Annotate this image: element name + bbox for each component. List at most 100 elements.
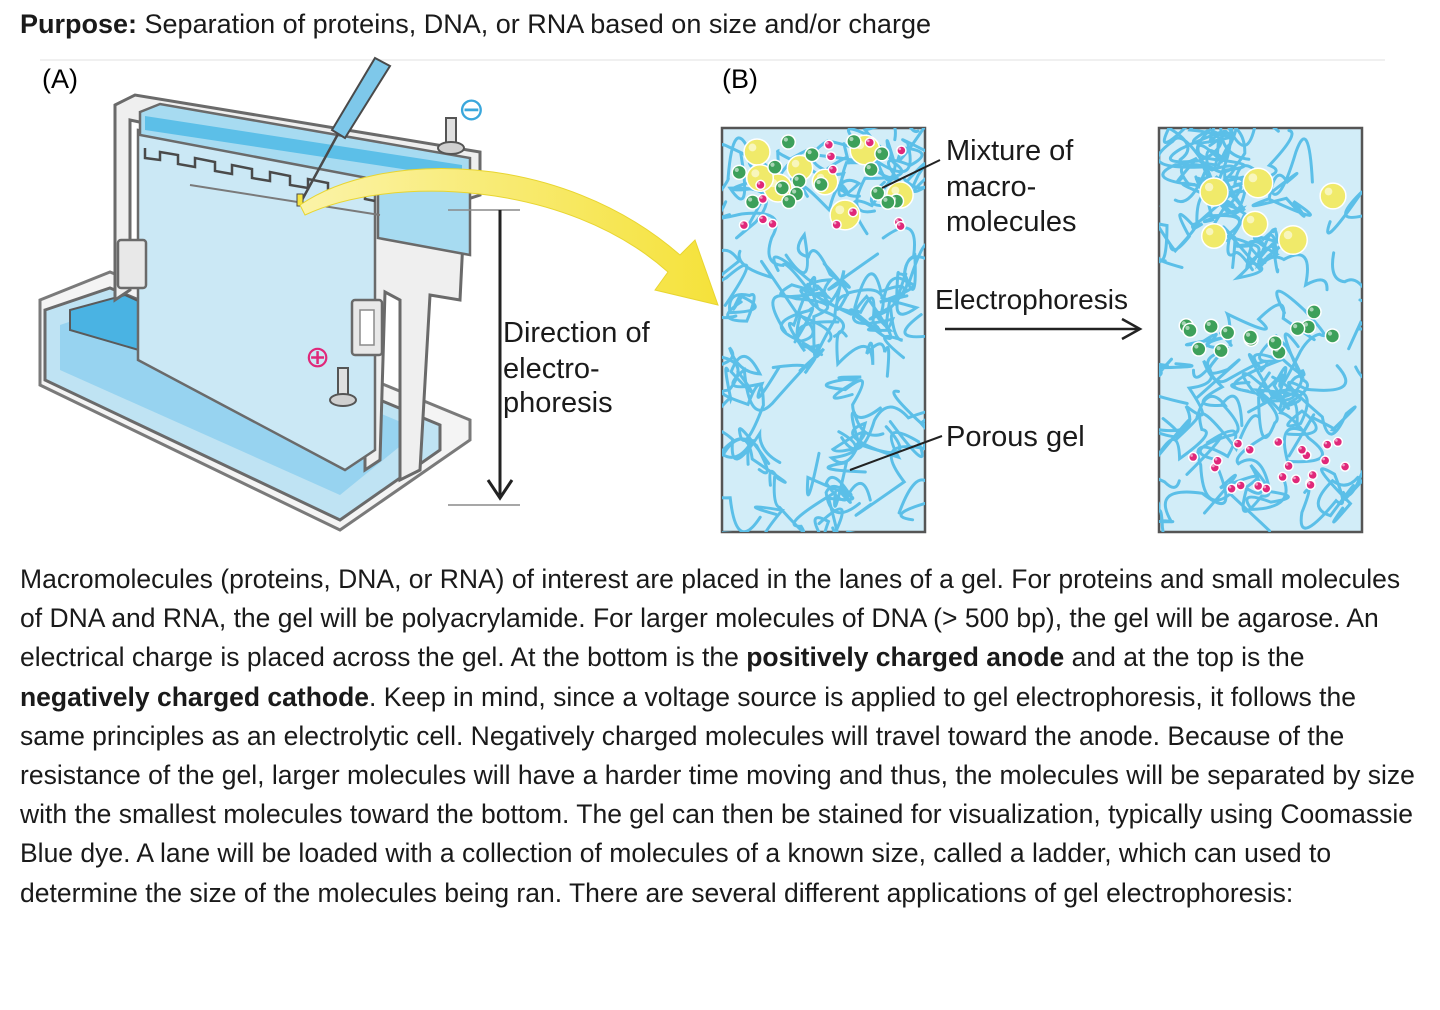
molecule-sphere [863, 161, 879, 178]
anode-symbol: ⊕ [305, 340, 330, 375]
molecule-highlight [1324, 187, 1333, 196]
molecule-sphere [1296, 444, 1308, 456]
direction-label-line-3: phoresis [503, 387, 613, 419]
gel-fiber [854, 441, 925, 517]
gel-fiber [1235, 433, 1290, 511]
molecule-highlight [895, 219, 899, 222]
molecule-sphere [791, 173, 807, 189]
gel-fiber [876, 138, 925, 193]
molecule-sphere [1290, 474, 1302, 485]
molecule-sphere [743, 138, 771, 166]
gel-fiber [853, 272, 906, 360]
mixture-label: Mixture of macro- molecules [946, 135, 1081, 238]
molecule-highlight [1279, 473, 1283, 477]
molecule-highlight [828, 153, 831, 157]
molecule-sphere [731, 164, 747, 181]
molecule-highlight [1237, 482, 1241, 486]
molecule-highlight [816, 179, 821, 185]
molecule-sphere [864, 137, 876, 148]
gel-fiber [1163, 394, 1244, 524]
direction-arrow [448, 209, 520, 506]
molecule-sphere [1232, 438, 1244, 449]
molecule-highlight [897, 223, 901, 226]
gel-fiber [772, 460, 867, 532]
gel-fiber [1187, 128, 1232, 195]
electrophoresis-arrow [945, 317, 1143, 341]
anode-post [329, 367, 357, 407]
molecule-sphere [1332, 436, 1344, 448]
panel-b-label: (B) [722, 64, 758, 94]
gel-fiber [1247, 334, 1305, 414]
molecule-sphere [846, 133, 862, 150]
gel-before [720, 126, 927, 534]
body-text-part-1: Macromolecules (proteins, DNA, or RNA) o… [20, 564, 1401, 673]
molecule-sphere [1252, 480, 1264, 492]
molecule-highlight [791, 159, 800, 168]
negatively-charged-cathode-bold: negatively charged cathode [20, 681, 370, 712]
cathode-post [437, 117, 465, 155]
gel-fiber [1209, 164, 1247, 220]
molecule-highlight [825, 141, 829, 145]
molecule-highlight [783, 137, 788, 142]
molecule-sphere [804, 146, 820, 163]
molecule-highlight [1216, 346, 1221, 351]
molecule-highlight [1293, 476, 1296, 480]
gel-fiber [1287, 364, 1357, 436]
molecule-sphere [874, 146, 890, 162]
mixture-leader [881, 159, 941, 189]
gel-fiber [1326, 190, 1362, 235]
molecule-sphere [757, 193, 769, 205]
gel-fiber [726, 293, 757, 323]
gel-fiber [1316, 469, 1362, 518]
mixture-label-line-1: Mixture of [946, 135, 1074, 167]
molecule-sphere [757, 214, 769, 225]
electrophoresis-label: Electrophoresis [935, 284, 1128, 315]
molecule-sphere [896, 145, 907, 156]
direction-label-line-2: electro- [503, 353, 600, 385]
molecule-sphere [1213, 342, 1229, 359]
gel-fiber [908, 128, 920, 134]
molecule-highlight [1307, 481, 1311, 485]
gel-fiber [881, 226, 925, 291]
direction-label: Direction of electro- phoresis [503, 317, 658, 419]
molecule-highlight [807, 150, 812, 155]
molecule-highlight [1248, 173, 1258, 183]
transfer-arrow [299, 168, 719, 306]
gel-fiber [835, 330, 891, 378]
porous-gel-leader [849, 435, 943, 471]
mixture-label-line-2: macro- [946, 171, 1036, 203]
molecule-highlight [741, 222, 744, 225]
molecule-highlight [792, 189, 797, 194]
gel-fiber [897, 478, 925, 522]
gel-fiber [787, 275, 846, 353]
molecule-sphere [847, 206, 859, 218]
molecule-sphere [780, 134, 797, 150]
molecule-highlight [1335, 438, 1338, 442]
molecule-highlight [1309, 472, 1313, 475]
gel-fiber [840, 389, 925, 451]
molecule-sphere [1203, 318, 1219, 335]
molecule-sphere [895, 220, 906, 232]
molecule-highlight [1324, 441, 1328, 445]
molecule-highlight [1228, 485, 1232, 489]
molecule-highlight [1293, 324, 1298, 329]
molecule-sphere [744, 194, 761, 210]
gel-fiber [722, 505, 785, 532]
molecule-sphere [1289, 320, 1306, 337]
molecule-highlight [891, 186, 900, 195]
molecule-highlight [883, 197, 888, 202]
molecule-sphere [1199, 177, 1229, 207]
molecule-sphere [1277, 224, 1309, 256]
molecule-highlight [833, 221, 837, 225]
gel-fiber [731, 356, 817, 412]
molecule-sphere [1319, 182, 1347, 210]
panel-a-label: (A) [42, 64, 78, 94]
molecule-highlight [1206, 321, 1211, 327]
molecule-highlight [759, 196, 763, 199]
molecule-highlight [777, 183, 782, 188]
gel-fiber [1185, 429, 1271, 532]
molecule-sphere [1187, 451, 1199, 463]
molecule-highlight [751, 169, 760, 178]
molecule-sphere [1306, 304, 1322, 320]
gel-fiber [879, 271, 915, 307]
